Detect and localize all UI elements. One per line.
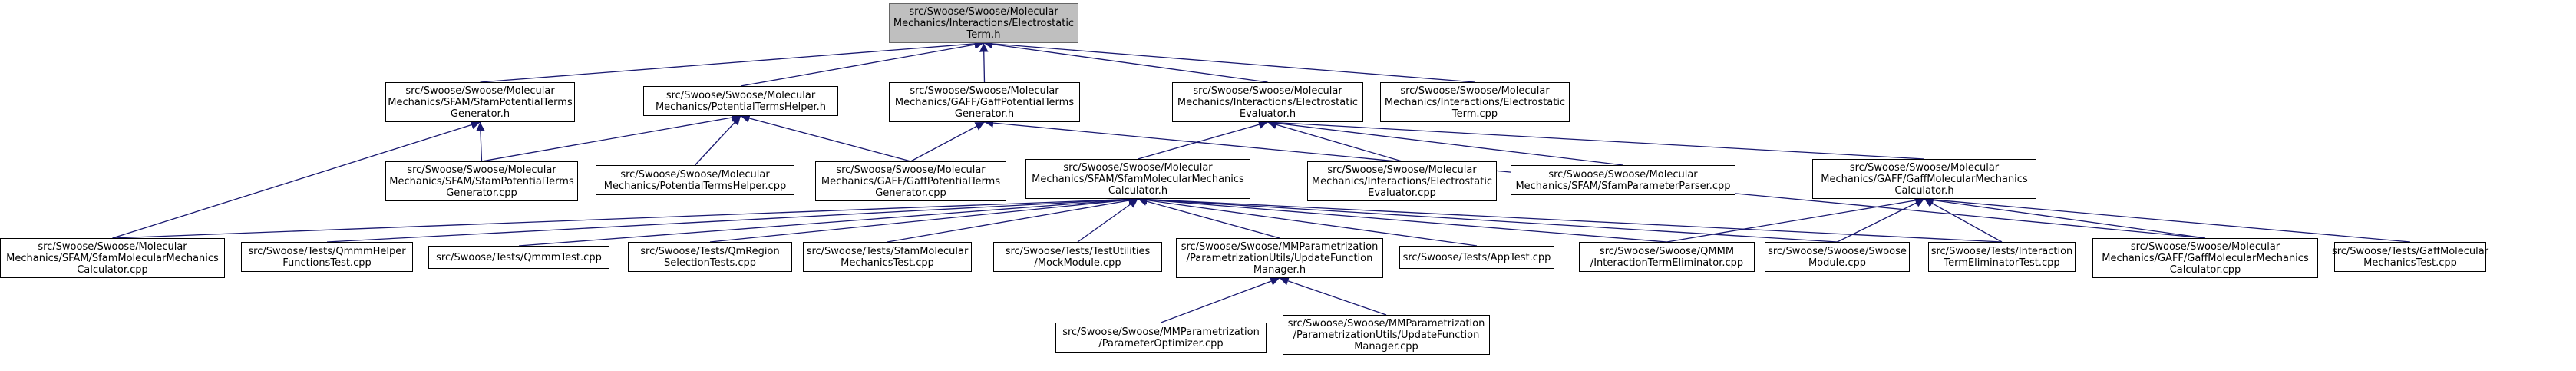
edge-swoose_module-includes-sfam_calc_h xyxy=(1138,194,1838,243)
node-label: src/Swoose/Swoose/Molecular Mechanics/GA… xyxy=(894,84,1075,120)
edge-pth_h-includes-root xyxy=(740,40,984,87)
edge-qmmm_test-includes-sfam_calc_h xyxy=(518,195,1138,247)
node-label: src/Swoose/Swoose/Molecular Mechanics/SF… xyxy=(1032,161,1244,197)
edge-qmregion_test-includes-sfam_calc_h xyxy=(709,195,1138,243)
edge-sfam_pt_cpp-includes-sfam_pt_h xyxy=(476,121,485,162)
edge-sfam_parser_cpp-includes-eev_h xyxy=(1267,118,1623,166)
edge-gaff_pt_cpp-includes-pth_h xyxy=(740,114,911,162)
node-gaff-pt-h[interactable]: src/Swoose/Swoose/Molecular Mechanics/GA… xyxy=(889,82,1080,122)
node-param-opt[interactable]: src/Swoose/Swoose/MMParametrization /Par… xyxy=(1055,323,1267,353)
node-label: src/Swoose/Tests/Interaction TermElimina… xyxy=(1930,245,2073,269)
node-swoose-module[interactable]: src/Swoose/Swoose/Swoose Module.cpp xyxy=(1765,242,1910,272)
edge-ite_cpp-includes-gaff_calc_h xyxy=(1666,196,1925,243)
edge-app_test-includes-sfam_calc_h xyxy=(1138,195,1478,247)
node-root[interactable]: src/Swoose/Swoose/Molecular Mechanics/In… xyxy=(889,3,1078,43)
node-gaff-pt-cpp[interactable]: src/Swoose/Swoose/Molecular Mechanics/GA… xyxy=(815,161,1006,201)
node-update-fn-cpp[interactable]: src/Swoose/Swoose/MMParametrization /Par… xyxy=(1283,315,1490,355)
edge-mock_module-includes-sfam_calc_h xyxy=(1077,198,1138,243)
node-qmmm-helper-test[interactable]: src/Swoose/Tests/QmmmHelper FunctionsTes… xyxy=(241,242,413,272)
node-label: src/Swoose/Swoose/MMParametrization /Par… xyxy=(1181,240,1379,276)
node-label: src/Swoose/Tests/QmmmHelper FunctionsTes… xyxy=(248,245,406,269)
node-sfam-parser-cpp[interactable]: src/Swoose/Swoose/Molecular Mechanics/SF… xyxy=(1511,165,1735,195)
edge-sfam_calc_h-includes-eev_h xyxy=(1138,120,1268,160)
edge-gaff_calc_cpp-includes-gaff_calc_h xyxy=(1924,195,2206,239)
edge-sfam_calc_cpp-includes-sfam_calc_h xyxy=(112,194,1138,239)
node-label: src/Swoose/Swoose/MMParametrization /Par… xyxy=(1287,317,1485,353)
node-label: src/Swoose/Swoose/Molecular Mechanics/SF… xyxy=(1515,168,1731,192)
node-qmmm-test[interactable]: src/Swoose/Tests/QmmmTest.cpp xyxy=(428,246,609,269)
node-label: src/Swoose/Swoose/Molecular Mechanics/In… xyxy=(1177,84,1359,120)
node-et-cpp[interactable]: src/Swoose/Swoose/Molecular Mechanics/In… xyxy=(1380,82,1570,122)
node-label: src/Swoose/Swoose/Molecular Mechanics/GA… xyxy=(2102,240,2309,276)
node-label: src/Swoose/Swoose/Molecular Mechanics/Po… xyxy=(655,89,827,113)
node-eev-h[interactable]: src/Swoose/Swoose/Molecular Mechanics/In… xyxy=(1172,82,1363,122)
edge-et_cpp-includes-root xyxy=(983,39,1475,83)
node-update-fn-h[interactable]: src/Swoose/Swoose/MMParametrization /Par… xyxy=(1176,238,1383,278)
edge-update_fn_cpp-includes-update_fn_h xyxy=(1279,277,1387,316)
node-label: src/Swoose/Swoose/Molecular Mechanics/GA… xyxy=(821,164,1001,199)
node-pth-cpp[interactable]: src/Swoose/Swoose/Molecular Mechanics/Po… xyxy=(596,165,794,195)
node-label: src/Swoose/Tests/SfamMolecular Mechanics… xyxy=(806,245,969,269)
node-label: src/Swoose/Swoose/Molecular Mechanics/SF… xyxy=(389,164,574,199)
edge-pth_cpp-includes-pth_h xyxy=(695,115,741,166)
node-label: src/Swoose/Tests/GaffMolecular Mechanics… xyxy=(2331,245,2489,269)
edge-param_opt-includes-update_fn_h xyxy=(1161,277,1280,323)
edge-ite_cpp-includes-sfam_calc_h xyxy=(1138,195,1667,243)
edge-gaff_mm_test-includes-gaff_calc_h xyxy=(1924,195,2411,243)
node-label: src/Swoose/Tests/QmRegion SelectionTests… xyxy=(640,245,780,269)
edge-eev_cpp-includes-eev_h xyxy=(1267,120,1402,162)
node-label: src/Swoose/Swoose/Molecular Mechanics/GA… xyxy=(1821,161,2028,197)
node-label: src/Swoose/Swoose/Molecular Mechanics/SF… xyxy=(6,240,219,276)
node-sfam-pt-h[interactable]: src/Swoose/Swoose/Molecular Mechanics/SF… xyxy=(385,82,575,122)
node-app-test[interactable]: src/Swoose/Tests/AppTest.cpp xyxy=(1399,246,1554,269)
node-eev-cpp[interactable]: src/Swoose/Swoose/Molecular Mechanics/In… xyxy=(1307,161,1497,201)
node-label: src/Swoose/Swoose/Swoose Module.cpp xyxy=(1768,245,1907,269)
node-sfam-calc-h[interactable]: src/Swoose/Swoose/Molecular Mechanics/SF… xyxy=(1025,159,1250,199)
node-gaff-calc-cpp[interactable]: src/Swoose/Swoose/Molecular Mechanics/GA… xyxy=(2092,238,2318,278)
edge-ite_test-includes-gaff_calc_h xyxy=(1924,198,2003,243)
edge-gaff_pt_h-includes-root xyxy=(979,42,989,83)
node-label: src/Swoose/Swoose/Molecular Mechanics/SF… xyxy=(388,84,573,120)
node-sfam-mm-test[interactable]: src/Swoose/Tests/SfamMolecular Mechanics… xyxy=(803,242,972,272)
node-label: src/Swoose/Swoose/Molecular Mechanics/In… xyxy=(1384,84,1566,120)
node-gaff-calc-h[interactable]: src/Swoose/Swoose/Molecular Mechanics/GA… xyxy=(1812,159,2036,199)
node-pth-h[interactable]: src/Swoose/Swoose/Molecular Mechanics/Po… xyxy=(643,86,838,116)
node-label: src/Swoose/Tests/AppTest.cpp xyxy=(1402,251,1551,263)
edge-sfam_pt_h-includes-root xyxy=(480,39,984,83)
node-ite-test[interactable]: src/Swoose/Tests/Interaction TermElimina… xyxy=(1928,242,2076,272)
edge-sfam_calc_cpp-includes-sfam_pt_h xyxy=(112,120,481,239)
node-ite-cpp[interactable]: src/Swoose/Swoose/QMMM /InteractionTermE… xyxy=(1579,242,1755,272)
edge-sfam_mm_test-includes-sfam_calc_h xyxy=(887,196,1138,243)
edge-qmmm_helper_test-includes-sfam_calc_h xyxy=(326,194,1138,243)
edge-gaff_pt_cpp-includes-gaff_pt_h xyxy=(910,121,985,162)
node-label: src/Swoose/Swoose/Molecular Mechanics/Po… xyxy=(603,168,787,192)
node-qmregion-test[interactable]: src/Swoose/Tests/QmRegion SelectionTests… xyxy=(628,242,792,272)
node-label: src/Swoose/Tests/TestUtilities /MockModu… xyxy=(1005,245,1151,269)
node-mock-module[interactable]: src/Swoose/Tests/TestUtilities /MockModu… xyxy=(993,242,1162,272)
node-label: src/Swoose/Swoose/MMParametrization /Par… xyxy=(1062,326,1260,349)
edge-eev_h-includes-root xyxy=(983,39,1268,83)
node-label: src/Swoose/Swoose/Molecular Mechanics/In… xyxy=(1311,164,1493,199)
node-sfam-calc-cpp[interactable]: src/Swoose/Swoose/Molecular Mechanics/SF… xyxy=(0,238,225,278)
node-label: src/Swoose/Swoose/Molecular Mechanics/In… xyxy=(893,5,1075,41)
node-label: src/Swoose/Swoose/QMMM /InteractionTermE… xyxy=(1590,245,1744,269)
edge-ite_test-includes-sfam_calc_h xyxy=(1138,194,2003,243)
edge-sfam_pt_cpp-includes-pth_h xyxy=(481,113,741,162)
node-sfam-pt-cpp[interactable]: src/Swoose/Swoose/Molecular Mechanics/SF… xyxy=(385,161,578,201)
node-label: src/Swoose/Tests/QmmmTest.cpp xyxy=(436,251,602,263)
edge-gaff_calc_h-includes-eev_h xyxy=(1267,118,1925,160)
node-gaff-mm-test[interactable]: src/Swoose/Tests/GaffMolecular Mechanics… xyxy=(2331,242,2489,272)
edge-update_fn_h-includes-sfam_calc_h xyxy=(1138,197,1280,239)
edge-swoose_module-includes-gaff_calc_h xyxy=(1837,198,1925,243)
